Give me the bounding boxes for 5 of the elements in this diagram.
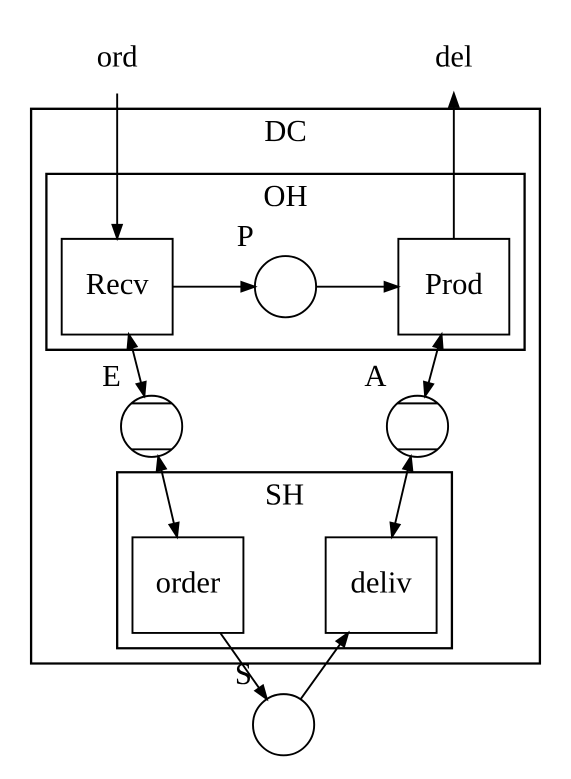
node-label: A — [364, 358, 386, 392]
node-label: E — [102, 358, 121, 392]
node-label: P — [236, 218, 254, 253]
node-text: ord — [96, 38, 138, 73]
node-text: del — [435, 38, 473, 73]
